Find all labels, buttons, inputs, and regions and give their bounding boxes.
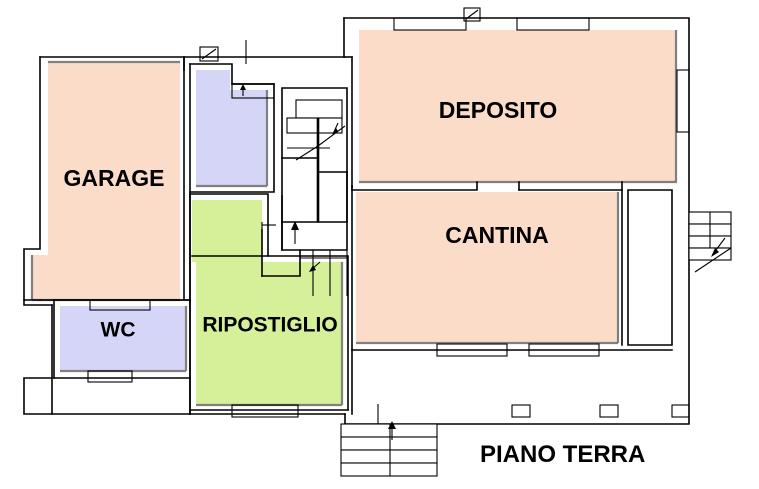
room-fills	[32, 30, 677, 405]
room-fill-cantina	[356, 192, 618, 343]
room-label-wc: WC	[101, 319, 136, 342]
room-label-cantina: CANTINA	[445, 222, 549, 248]
main-entrance-stair	[340, 404, 438, 477]
floor-plan-title: PIANO TERRA	[480, 441, 645, 468]
interior-stair	[281, 99, 348, 223]
interior-walls	[53, 40, 673, 415]
room-fill-ripostiglio	[192, 200, 342, 405]
room-labels: GARAGE WC RIPOSTIGLIO DEPOSITO CANTINA	[64, 97, 558, 341]
room-label-ripostiglio: RIPOSTIGLIO	[202, 314, 337, 337]
lower-stair-flight	[261, 222, 348, 296]
window-openings	[89, 7, 690, 418]
room-fill-garage	[32, 62, 180, 300]
exterior-right-stair	[688, 211, 732, 273]
room-label-deposito: DEPOSITO	[439, 97, 557, 123]
room-fill-wc	[60, 306, 186, 371]
room-fill-deposito	[359, 30, 677, 182]
room-fill-laundry	[196, 70, 267, 186]
room-label-garage: GARAGE	[64, 165, 165, 191]
